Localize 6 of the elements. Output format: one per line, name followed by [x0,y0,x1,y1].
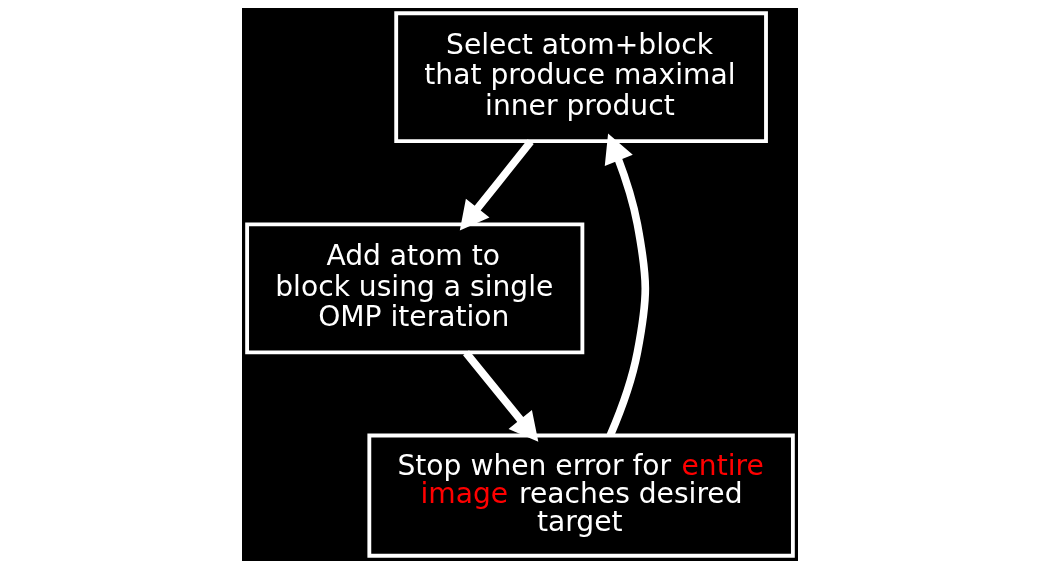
node-box: Stop when error for entire image reaches desired target [366,433,795,558]
arrow [604,133,649,437]
node-box: Select atom+block that produce maximal inner product [393,11,768,144]
node-box: Add atom to block using a single OMP iteration [244,222,584,355]
arrow [459,139,534,231]
arrow [462,350,538,442]
